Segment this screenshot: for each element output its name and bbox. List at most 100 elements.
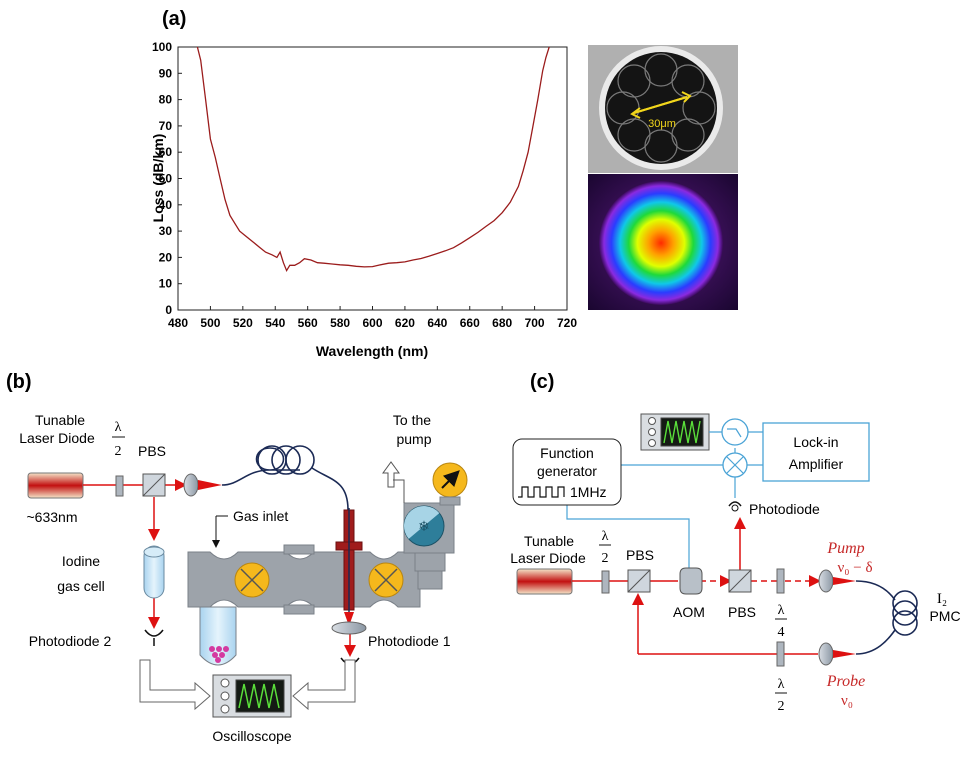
function-gen-label-2: generator <box>537 463 597 479</box>
y-tick-label: 90 <box>159 66 173 80</box>
aom <box>679 567 703 595</box>
x-tick-label: 680 <box>492 316 512 330</box>
y-tick-label: 80 <box>159 93 173 107</box>
y-tick-label: 70 <box>159 119 173 133</box>
y-tick-label: 40 <box>159 198 173 212</box>
halfwave-plate-c1 <box>601 570 610 594</box>
y-tick-label: 20 <box>159 250 173 264</box>
quarterwave-lambda: λ <box>778 603 785 618</box>
y-axis-ticks: 0 10 20 30 40 50 60 70 80 90 100 <box>152 40 182 317</box>
iodine-reservoir <box>199 606 237 666</box>
lens-pump <box>818 569 834 593</box>
lens-b <box>183 473 199 497</box>
x-tick-label: 620 <box>395 316 415 330</box>
x-tick-label: 500 <box>200 316 220 330</box>
halfwave-lambda-c2: λ <box>778 677 785 692</box>
photodiode-2-label: Photodiode 2 <box>29 633 112 649</box>
pump-label: Pump <box>826 540 864 557</box>
x-tick-label: 660 <box>460 316 480 330</box>
x-tick-label: 700 <box>525 316 545 330</box>
panel-label-a: (a) <box>162 8 186 30</box>
setup-c: Function generator 1MHz Lock-in Amplifie… <box>510 413 961 714</box>
halfwave-lambda-b: λ <box>115 420 122 435</box>
x-tick-label: 580 <box>330 316 350 330</box>
iodine-label-2: gas cell <box>57 578 104 594</box>
signal-arrow-left <box>139 659 211 711</box>
oscilloscope-label: Oscilloscope <box>212 728 292 744</box>
x-tick-label: 520 <box>233 316 253 330</box>
photodiode-2 <box>144 629 164 637</box>
laser-c-label-2: Laser Diode <box>510 550 586 566</box>
y-tick-label: 10 <box>159 277 173 291</box>
iodine-gas-cell <box>143 545 165 599</box>
pbs2-label: PBS <box>728 604 756 620</box>
y-tick-label: 50 <box>159 172 173 186</box>
pbs1-label: PBS <box>626 547 654 563</box>
quarterwave-plate <box>776 568 785 594</box>
probe-label: Probe <box>826 673 866 690</box>
x-tick-label: 480 <box>168 316 188 330</box>
pump-freq-label: ν₀ − δ <box>837 560 872 576</box>
halfwave-plate-c2 <box>776 641 785 667</box>
pump-label-1: To the <box>393 412 431 428</box>
signal-arrow-right <box>292 659 356 711</box>
y-tick-label: 100 <box>152 40 172 54</box>
oscilloscope-c <box>640 413 710 451</box>
pump-label-2: pump <box>396 431 431 447</box>
setup-b: Tunable Laser Diode ~633nm λ 2 PBS <box>19 412 468 744</box>
photodiode-1-label: Photodiode 1 <box>368 633 451 649</box>
iodine-label-1: Iodine <box>62 553 100 569</box>
y-tick-label: 30 <box>159 224 173 238</box>
aom-label: AOM <box>673 604 705 620</box>
lockin-amplifier <box>762 422 870 482</box>
chart-frame <box>177 46 568 311</box>
gas-inlet-label: Gas inlet <box>233 508 288 524</box>
panel-label-b: (b) <box>6 371 32 393</box>
laser-c-label-1: Tunable <box>524 533 574 549</box>
snowflake-icon: ❄ <box>418 518 430 534</box>
laser-b <box>27 472 84 499</box>
mode-profile-image <box>588 174 738 310</box>
y-tick-label: 60 <box>159 145 173 159</box>
function-gen-label-1: Function <box>540 445 594 461</box>
x-tick-label: 640 <box>427 316 447 330</box>
lockin-label-1: Lock-in <box>793 434 838 450</box>
x-axis-label: Wavelength (nm) <box>316 343 428 359</box>
halfwave-den-b: 2 <box>115 444 122 459</box>
valve-2 <box>368 562 404 598</box>
lockin-label-2: Amplifier <box>789 456 844 472</box>
halfwave-den-c1: 2 <box>602 551 609 566</box>
laser-c <box>516 568 573 595</box>
lens-probe <box>818 642 834 666</box>
scale-label: 30μm <box>648 118 676 130</box>
quarterwave-den: 4 <box>778 625 785 640</box>
fiber-sem-image: 30μm <box>588 45 738 173</box>
halfwave-plate-b <box>115 475 124 497</box>
y-tick-label: 0 <box>165 303 172 317</box>
fiber-coil-c <box>855 580 918 655</box>
wavelength-label: ~633nm <box>27 509 78 525</box>
pbs-b-label: PBS <box>138 443 166 459</box>
x-axis-ticks: 480 500 520 540 560 580 600 620 640 660 680 700 720 <box>168 306 577 330</box>
halfwave-lambda-c1: λ <box>602 529 609 544</box>
loss-curve <box>196 46 550 273</box>
x-tick-label: 720 <box>557 316 577 330</box>
pmc-label: PMC <box>929 608 960 624</box>
y-axis-label: Loss (dB/km) <box>150 134 166 223</box>
frequency-label: 1MHz <box>570 484 607 500</box>
laser-b-label-1: Tunable <box>35 412 85 428</box>
halfwave-den-c2: 2 <box>778 699 785 714</box>
probe-freq-label: ν₀ <box>841 693 853 709</box>
x-tick-label: 540 <box>265 316 285 330</box>
panel-label-c: (c) <box>530 371 554 393</box>
valve-1 <box>234 562 270 598</box>
x-tick-label: 600 <box>362 316 382 330</box>
photodiode-c-label: Photodiode <box>749 501 820 517</box>
fiber-coil-b <box>221 445 349 511</box>
square-wave-icon <box>518 486 565 498</box>
x-tick-label: 560 <box>298 316 318 330</box>
oscilloscope-b <box>212 674 292 718</box>
photodiode-c <box>728 501 742 507</box>
